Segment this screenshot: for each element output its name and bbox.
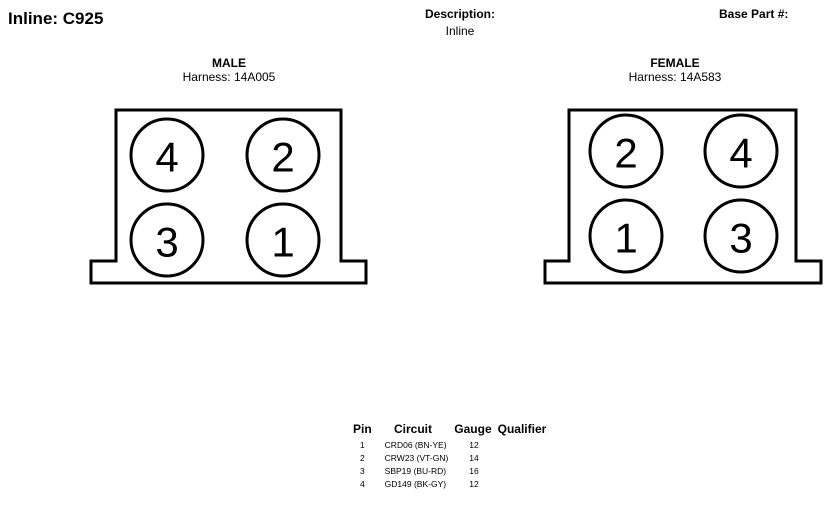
- female-connector-title: FEMALE: [650, 56, 700, 70]
- pin-cell: 2: [359, 453, 365, 463]
- gauge-cell: 16: [469, 466, 479, 476]
- male-pin-circle: [129, 117, 205, 193]
- circuit-cell: GD149 (BK-GY): [384, 479, 447, 489]
- male-connector-title: MALE: [212, 56, 246, 70]
- pin-cell: 3: [359, 466, 365, 476]
- qualifier-column-header: Qualifier: [497, 422, 547, 436]
- female-pin: 4: [703, 113, 779, 189]
- male-pin: 3: [129, 202, 205, 278]
- male-pin-number: 1: [271, 219, 294, 266]
- male-connector: 4 2 3 1: [89, 108, 368, 285]
- gauge-cell: 14: [469, 453, 479, 463]
- pin-cell: 4: [359, 479, 365, 489]
- female-pin-number: 1: [614, 215, 637, 262]
- female-pin: 1: [588, 198, 664, 274]
- female-pin-circle: [588, 113, 664, 189]
- female-pin-number: 4: [729, 130, 752, 177]
- male-pin-circle: [129, 202, 205, 278]
- male-harness-label: Harness: 14A005: [182, 70, 276, 84]
- male-pin-circle: [245, 117, 321, 193]
- female-pin-number: 2: [614, 130, 637, 177]
- female-connector: 2 4 1 3: [543, 108, 823, 285]
- pin-cell: 1: [359, 440, 365, 450]
- qualifier-cell: [495, 465, 550, 478]
- female-harness-label: Harness: 14A583: [628, 70, 722, 84]
- qualifier-cell: [495, 452, 550, 465]
- gauge-column-header: Gauge: [454, 422, 492, 436]
- pin-column-header: Pin: [353, 422, 372, 436]
- description-label: Description:: [424, 7, 495, 21]
- male-connector-body: [89, 108, 368, 285]
- table-row: 1 CRD06 (BN-YE) 12: [350, 439, 549, 452]
- pin-table: Pin Circuit Gauge Qualifier 1 CRD06 (BN-…: [350, 422, 549, 491]
- circuit-cell: CRW23 (VT-GN): [384, 453, 449, 463]
- female-pin-number: 3: [729, 215, 752, 262]
- male-pin-number: 3: [155, 219, 178, 266]
- female-pin-circle: [588, 198, 664, 274]
- base-part-label: Base Part #:: [719, 7, 789, 21]
- connector-diagrams: 4 2 3 1 2 4 1 3: [89, 108, 823, 285]
- female-pin: 3: [703, 198, 779, 274]
- male-pin: 2: [245, 117, 321, 193]
- table-row: 4 GD149 (BK-GY) 12: [350, 478, 549, 491]
- circuit-column-header: Circuit: [393, 422, 432, 436]
- female-pin-circle: [703, 113, 779, 189]
- pin-table-header-row: Pin Circuit Gauge Qualifier: [350, 422, 549, 439]
- table-row: 3 SBP19 (BU-RD) 16: [350, 465, 549, 478]
- circuit-cell: SBP19 (BU-RD): [384, 466, 447, 476]
- male-pin-number: 4: [155, 134, 178, 181]
- female-pin-circle: [703, 198, 779, 274]
- circuit-cell: CRD06 (BN-YE): [384, 440, 447, 450]
- male-pin-circle: [245, 202, 321, 278]
- gauge-cell: 12: [469, 479, 479, 489]
- male-pin: 4: [129, 117, 205, 193]
- gauge-cell: 12: [469, 440, 479, 450]
- table-row: 2 CRW23 (VT-GN) 14: [350, 452, 549, 465]
- male-pin: 1: [245, 202, 321, 278]
- qualifier-cell: [495, 439, 550, 452]
- qualifier-cell: [495, 478, 550, 491]
- female-pin: 2: [588, 113, 664, 189]
- female-connector-body: [543, 108, 823, 285]
- male-pin-number: 2: [271, 134, 294, 181]
- description-value: Inline: [445, 24, 475, 38]
- connector-title: Inline: C925: [8, 9, 104, 28]
